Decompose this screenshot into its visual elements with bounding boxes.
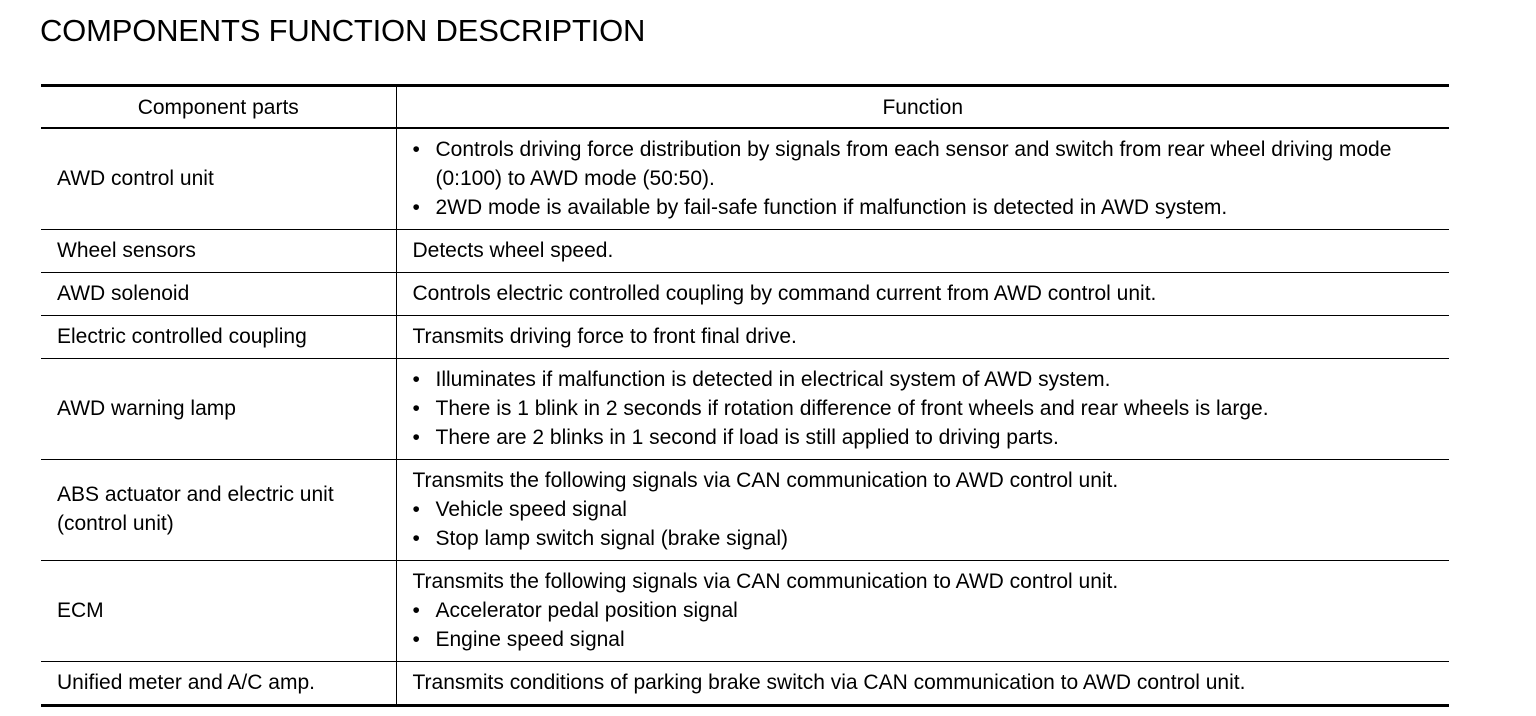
function-description: Transmits driving force to front final d… — [412, 324, 797, 348]
function-bullet-item: • Vehicle speed signal — [413, 495, 1442, 524]
function-bullet-text: There is 1 blink in 2 seconds if rotatio… — [435, 396, 1269, 420]
component-part-name: AWD warning lamp — [57, 396, 236, 420]
component-part-cell: AWD solenoid — [41, 272, 396, 316]
function-cell: • Controls driving force distribution by … — [395, 128, 1449, 230]
function-bullet-text: 2WD mode is available by fail-safe funct… — [435, 195, 1228, 219]
component-part-cell: AWD warning lamp — [41, 358, 396, 460]
function-bullet-item: • There is 1 blink in 2 seconds if rotati… — [413, 394, 1442, 423]
bullet-icon: • — [412, 195, 420, 219]
component-part-name: ABS actuator and electric unit — [57, 483, 334, 506]
bullet-icon: • — [412, 526, 420, 550]
function-bullet-list: • Accelerator pedal position signal • Engin… — [413, 596, 1442, 654]
function-bullet-item: • Stop lamp switch signal (brake signal) — [413, 524, 1442, 553]
function-bullet-text: Vehicle speed signal — [435, 497, 627, 521]
bullet-icon: • — [412, 598, 420, 622]
table-row: Electric controlled coupling Transmits dr… — [41, 315, 1449, 359]
function-bullet-item: • Accelerator pedal position signal — [413, 596, 1442, 625]
function-description: Detects wheel speed. — [412, 238, 614, 262]
function-description: Controls electric controlled coupling by… — [412, 281, 1157, 305]
component-part-cell: Wheel sensors — [41, 229, 396, 273]
component-part-cell: ABS actuator and electric unit (control u… — [41, 459, 396, 561]
table-row: Unified meter and A/C amp. Transmits cond… — [41, 661, 1449, 707]
function-bullet-item: • There are 2 blinks in 1 second if load … — [413, 423, 1442, 452]
function-bullet-text: Controls driving force distribution by s… — [435, 137, 1392, 190]
component-part-name: AWD solenoid — [57, 281, 190, 305]
table-row: Wheel sensors Detects wheel speed. — [41, 229, 1449, 273]
function-bullet-item: • Engine speed signal — [413, 625, 1442, 654]
function-bullet-list: • Illuminates if malfunction is detected … — [413, 365, 1442, 452]
function-bullet-text: Stop lamp switch signal (brake signal) — [435, 526, 789, 550]
table-row: ECM Transmits the following signals via C… — [41, 560, 1449, 662]
function-cell: Detects wheel speed. — [395, 229, 1449, 273]
function-cell: Controls electric controlled coupling by… — [395, 272, 1449, 316]
component-part-name: Wheel sensors — [57, 238, 196, 262]
function-bullet-item: • Illuminates if malfunction is detected … — [413, 365, 1442, 394]
components-table: Component parts Function AWD control uni… — [41, 84, 1449, 707]
function-cell: Transmits the following signals via CAN … — [395, 459, 1449, 561]
table-row: AWD solenoid Controls electric controlled… — [41, 272, 1449, 316]
function-bullet-text: Engine speed signal — [435, 627, 625, 651]
bullet-icon: • — [412, 367, 420, 391]
component-part-cell: AWD control unit — [41, 128, 396, 230]
function-description: Transmits the following signals via CAN … — [412, 569, 1119, 593]
function-description: Transmits conditions of parking brake sw… — [412, 670, 1246, 694]
component-part-cell: ECM — [41, 560, 396, 662]
function-cell: Transmits the following signals via CAN … — [395, 560, 1449, 662]
function-bullet-list: • Vehicle speed signal • Stop lamp switch s… — [413, 495, 1442, 553]
component-part-name: Electric controlled coupling — [57, 324, 307, 348]
table-body: AWD control unit • Controls driving force … — [41, 128, 1449, 707]
function-bullet-text: There are 2 blinks in 1 second if load i… — [435, 425, 1059, 449]
page-title: COMPONENTS FUNCTION DESCRIPTION — [40, 13, 646, 48]
table-row: AWD control unit • Controls driving force … — [41, 128, 1449, 230]
header-component-parts: Component parts — [41, 84, 396, 129]
component-part-name: (control unit) — [57, 512, 174, 535]
function-cell: • Illuminates if malfunction is detected … — [395, 358, 1449, 460]
bullet-icon: • — [412, 627, 420, 651]
bullet-icon: • — [412, 137, 420, 161]
component-part-cell: Unified meter and A/C amp. — [41, 661, 396, 707]
function-bullet-list: • Controls driving force distribution by … — [413, 135, 1442, 222]
function-bullet-text: Illuminates if malfunction is detected i… — [435, 367, 1111, 391]
component-part-name: AWD control unit — [57, 166, 214, 190]
function-description: Transmits the following signals via CAN … — [412, 468, 1119, 492]
function-bullet-item: • Controls driving force distribution by … — [413, 135, 1442, 193]
header-function: Function — [395, 84, 1449, 129]
component-part-name: Unified meter and A/C amp. — [57, 670, 315, 694]
component-part-cell: Electric controlled coupling — [41, 315, 396, 359]
function-cell: Transmits driving force to front final d… — [395, 315, 1449, 359]
table-row: ABS actuator and electric unit (control u… — [41, 459, 1449, 561]
function-bullet-text: Accelerator pedal position signal — [435, 598, 738, 622]
bullet-icon: • — [412, 396, 420, 420]
table-row: AWD warning lamp • Illuminates if malfunct… — [41, 358, 1449, 460]
bullet-icon: • — [412, 497, 420, 521]
table-header-row: Component parts Function — [41, 84, 1449, 129]
function-cell: Transmits conditions of parking brake sw… — [395, 661, 1449, 707]
component-part-name: ECM — [57, 598, 104, 622]
function-bullet-item: • 2WD mode is available by fail-safe func… — [413, 193, 1442, 222]
bullet-icon: • — [412, 425, 420, 449]
